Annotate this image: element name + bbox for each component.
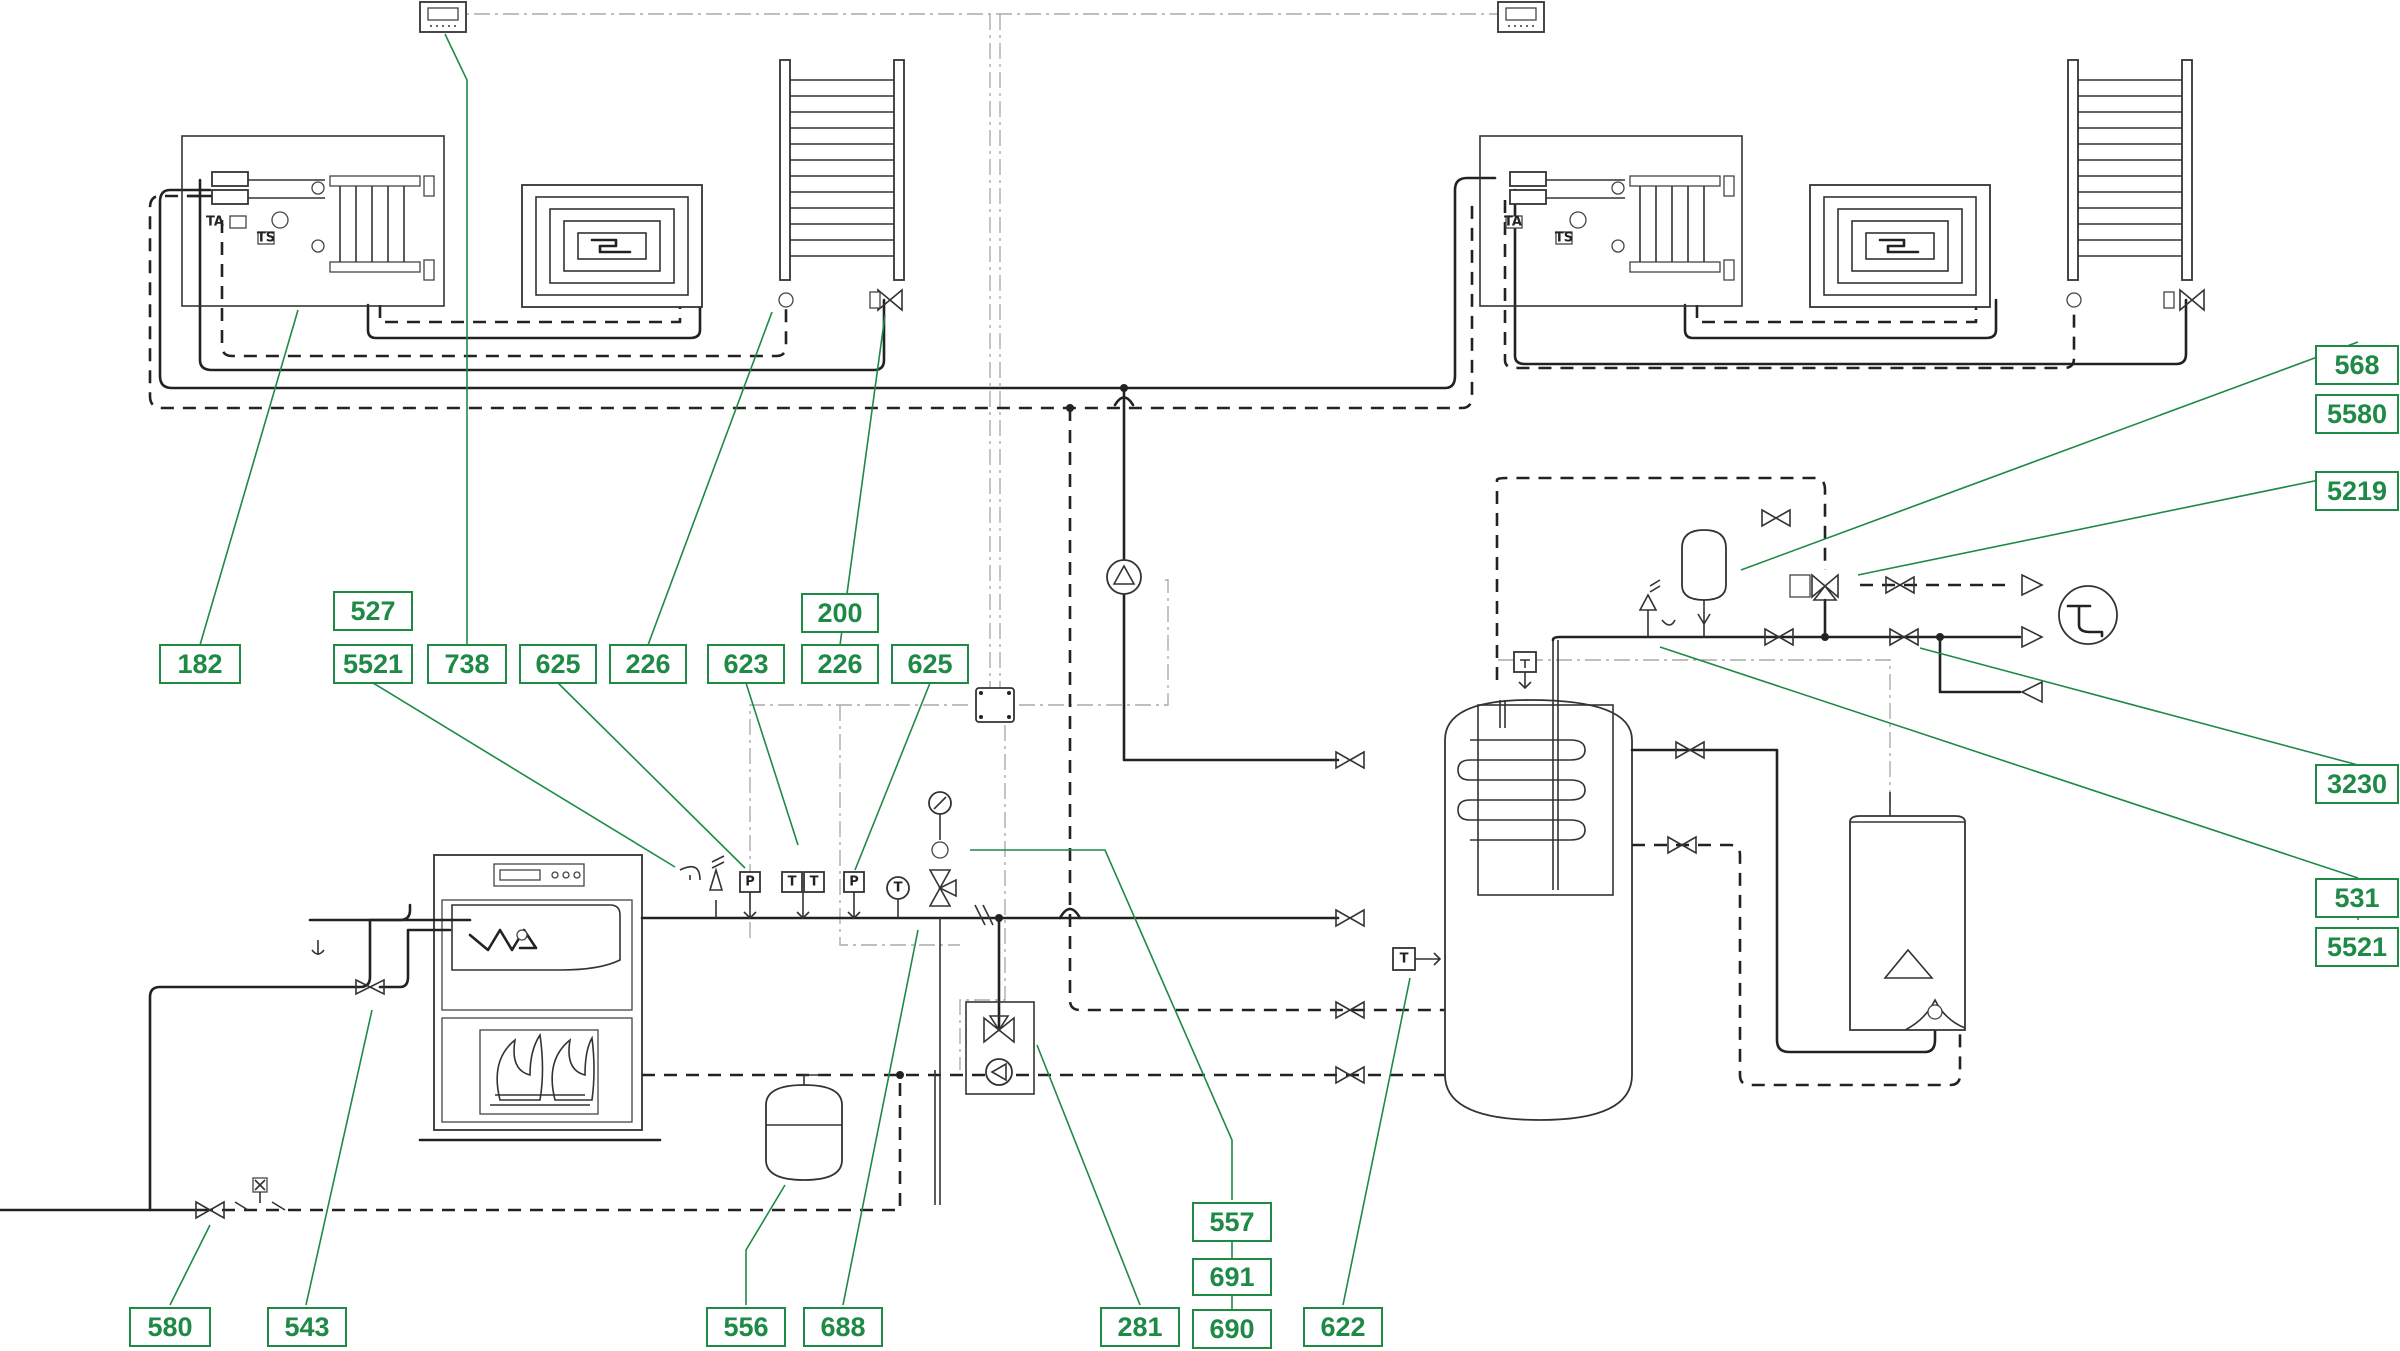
svg-text:P: P (745, 875, 755, 890)
svg-text:691: 691 (1209, 1262, 1254, 1292)
control-junction-box (975, 687, 1015, 723)
room-thermostat-left (419, 1, 467, 33)
room-thermostat-right (1497, 1, 1545, 33)
floor-heating-coil-zone-1 (521, 184, 703, 308)
inlet-valve-boiler (355, 978, 385, 996)
svg-text:688: 688 (820, 1312, 865, 1342)
svg-text:5521: 5521 (343, 649, 403, 679)
svg-text:T: T (1400, 952, 1409, 967)
cold-water-inlet-group (195, 1177, 286, 1220)
callout-568: 568 (2315, 345, 2400, 385)
svg-text:TS: TS (1555, 231, 1573, 246)
svg-text:527: 527 (350, 596, 395, 626)
svg-text:690: 690 (1209, 1314, 1254, 1344)
circulator-pump-upper (1106, 559, 1142, 595)
callout-281: 281 (1100, 1307, 1180, 1347)
callout-5521-left: 5521 (333, 644, 413, 684)
upper-zone-piping (148, 176, 2188, 1012)
callout-226-left: 226 (609, 644, 687, 684)
svg-text:5580: 5580 (2327, 399, 2387, 429)
thermostatic-mixing-valve (928, 791, 994, 926)
svg-text:T: T (788, 875, 797, 890)
callout-623: 623 (707, 644, 785, 684)
svg-text:226: 226 (817, 649, 862, 679)
svg-text:622: 622 (1320, 1312, 1365, 1342)
callout-688: 688 (803, 1307, 883, 1347)
callout-226-right: 226 (801, 644, 879, 684)
towel-radiator-zone-2 (2066, 59, 2205, 312)
hot-water-storage-tank (1444, 640, 1962, 1121)
svg-text:3230: 3230 (2327, 769, 2387, 799)
floor-heating-coil-zone-2 (1809, 184, 1991, 308)
callout-738: 738 (427, 644, 507, 684)
towel-radiator-zone-1 (778, 59, 905, 312)
callout-557: 557 (1192, 1202, 1272, 1242)
svg-text:5219: 5219 (2327, 476, 2387, 506)
svg-text:738: 738 (444, 649, 489, 679)
callout-625-right: 625 (891, 644, 969, 684)
svg-text:531: 531 (2334, 883, 2379, 913)
callout-580: 580 (129, 1307, 211, 1347)
mixing-pump-group (965, 1001, 1035, 1095)
callout-5219: 5219 (2315, 471, 2399, 511)
svg-text:623: 623 (723, 649, 768, 679)
svg-text:5521: 5521 (2327, 932, 2387, 962)
tank-inlet-valves (1335, 750, 1365, 1085)
svg-text:200: 200 (817, 598, 862, 628)
wall-gas-boiler (1849, 792, 1966, 1031)
wood-boiler (418, 854, 662, 1142)
svg-text:556: 556 (723, 1312, 768, 1342)
callout-625-left: 625 (519, 644, 597, 684)
svg-text:625: 625 (535, 649, 580, 679)
callout-556: 556 (706, 1307, 786, 1347)
svg-text:P: P (849, 875, 859, 890)
svg-text:557: 557 (1209, 1207, 1254, 1237)
callout-690: 690 (1192, 1309, 1272, 1349)
leader-lines (169, 33, 2359, 1310)
manifold-zone-2: TA TS (1479, 135, 1743, 307)
callout-527: 527 (333, 591, 413, 631)
domestic-hot-water-piping: T (1392, 476, 2118, 971)
manifold-zone-1: TA TS (181, 135, 445, 307)
callout-622: 622 (1303, 1307, 1383, 1347)
callout-200: 200 (801, 593, 879, 633)
callout-543: 543 (267, 1307, 347, 1347)
boiler-piping (0, 903, 1445, 1212)
svg-text:543: 543 (284, 1312, 329, 1342)
callout-691: 691 (1192, 1258, 1272, 1296)
callout-182: 182 (159, 644, 241, 684)
svg-text:281: 281 (1117, 1312, 1162, 1342)
callout-5580: 5580 (2315, 394, 2399, 434)
svg-text:568: 568 (2334, 350, 2379, 380)
svg-text:TA: TA (206, 215, 224, 230)
svg-text:580: 580 (147, 1312, 192, 1342)
control-wiring (445, 13, 1891, 1070)
svg-text:TS: TS (257, 231, 275, 246)
svg-text:T: T (810, 875, 819, 890)
svg-text:182: 182 (177, 649, 222, 679)
flow-line-sensors: P T T P T (679, 855, 910, 920)
callout-3230: 3230 (2315, 764, 2399, 804)
svg-text:TA: TA (1504, 215, 1522, 230)
svg-text:226: 226 (625, 649, 670, 679)
expansion-vessel-heating (765, 1074, 843, 1181)
svg-text:T: T (894, 881, 903, 896)
callout-531: 531 (2315, 878, 2399, 918)
callout-5521-right: 5521 (2315, 927, 2399, 967)
svg-text:625: 625 (907, 649, 952, 679)
